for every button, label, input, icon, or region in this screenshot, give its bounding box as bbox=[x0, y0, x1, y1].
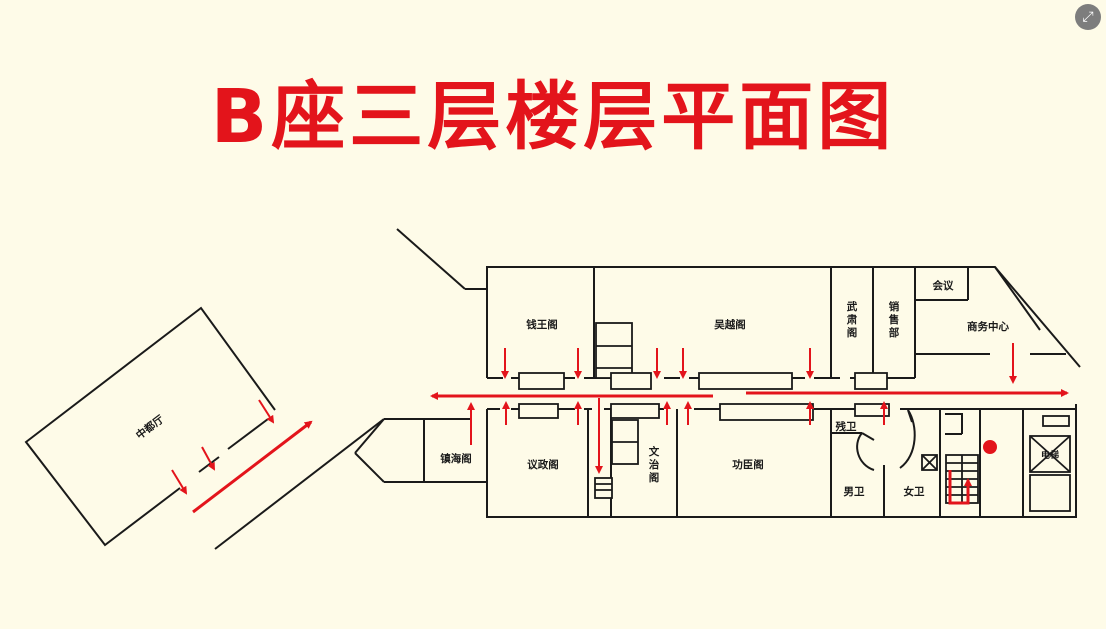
zhenhai-wall bbox=[384, 418, 487, 483]
room-label-zhenhai: 镇海阁 bbox=[440, 452, 472, 465]
route-stair bbox=[948, 470, 972, 505]
elevator-door bbox=[1042, 415, 1070, 427]
corridor-outer-wall bbox=[214, 418, 385, 550]
right-diagonal-inner bbox=[994, 266, 1041, 331]
room-label-wenzhi: 文治阁 bbox=[648, 445, 660, 484]
elevator bbox=[1029, 435, 1071, 473]
route-branches bbox=[171, 343, 1017, 495]
desk bbox=[518, 403, 559, 419]
zhongdu-wall-seg bbox=[227, 418, 269, 450]
service-box bbox=[921, 454, 938, 471]
evacuation-route bbox=[192, 389, 1069, 514]
top-wall bbox=[486, 266, 1081, 378]
desk bbox=[610, 403, 660, 419]
room-label-gongchen: 功臣阁 bbox=[732, 458, 764, 471]
page-title: B座三层楼层平面图 bbox=[210, 74, 896, 160]
stairs bbox=[595, 322, 633, 379]
furniture bbox=[518, 322, 1071, 512]
room-label-nanwei: 男卫 bbox=[844, 486, 865, 498]
diagonal-wall-top bbox=[396, 228, 466, 290]
desk bbox=[518, 372, 565, 390]
room-label-zhongdu: 中都厅 bbox=[133, 412, 166, 442]
zhenhai-door bbox=[354, 418, 385, 454]
desk bbox=[719, 403, 814, 421]
stair-partition bbox=[945, 413, 963, 434]
restroom-door-left bbox=[856, 432, 875, 471]
elevator bbox=[1029, 474, 1071, 512]
room-label-nvwei: 女卫 bbox=[904, 485, 925, 498]
room-labels: 中都厅 钱王阁 吴越阁 会议 商务中心 镇海阁 议政阁 功臣阁 残卫 男卫 女卫… bbox=[133, 279, 1059, 498]
desk bbox=[698, 372, 793, 390]
restroom-door-right bbox=[899, 409, 916, 469]
bottom-wall bbox=[486, 404, 1077, 518]
route-arrow-diagonal bbox=[192, 420, 313, 514]
room-label-shangwu: 商务中心 bbox=[967, 320, 1009, 333]
room-label-wuyue: 吴越阁 bbox=[714, 318, 746, 331]
room-label-yizheng: 议政阁 bbox=[527, 458, 559, 471]
arrow-diagonal bbox=[201, 446, 215, 471]
restroom-door-right bbox=[907, 409, 913, 423]
room-label-wusu: 武肃阁 bbox=[847, 300, 858, 339]
room-label-huiyi: 会议 bbox=[933, 279, 954, 292]
arrow-diagonal bbox=[258, 399, 275, 424]
you-are-here-marker bbox=[983, 440, 997, 454]
zhongdu-wall-left bbox=[24, 306, 276, 547]
room-label-dianti: 电梯 bbox=[1041, 449, 1059, 461]
restroom-door-left bbox=[861, 432, 875, 441]
zhenhai-door bbox=[354, 452, 385, 483]
room-label-xiaoshou: 销售部 bbox=[889, 300, 900, 339]
expand-icon[interactable]: ⤢ bbox=[1075, 4, 1101, 30]
room-label-qianwang: 钱王阁 bbox=[526, 318, 558, 331]
stairs bbox=[594, 477, 613, 499]
desk bbox=[854, 372, 888, 390]
arrow-diagonal bbox=[171, 469, 188, 495]
room-label-canwei: 残卫 bbox=[836, 420, 857, 433]
desk bbox=[610, 372, 652, 390]
